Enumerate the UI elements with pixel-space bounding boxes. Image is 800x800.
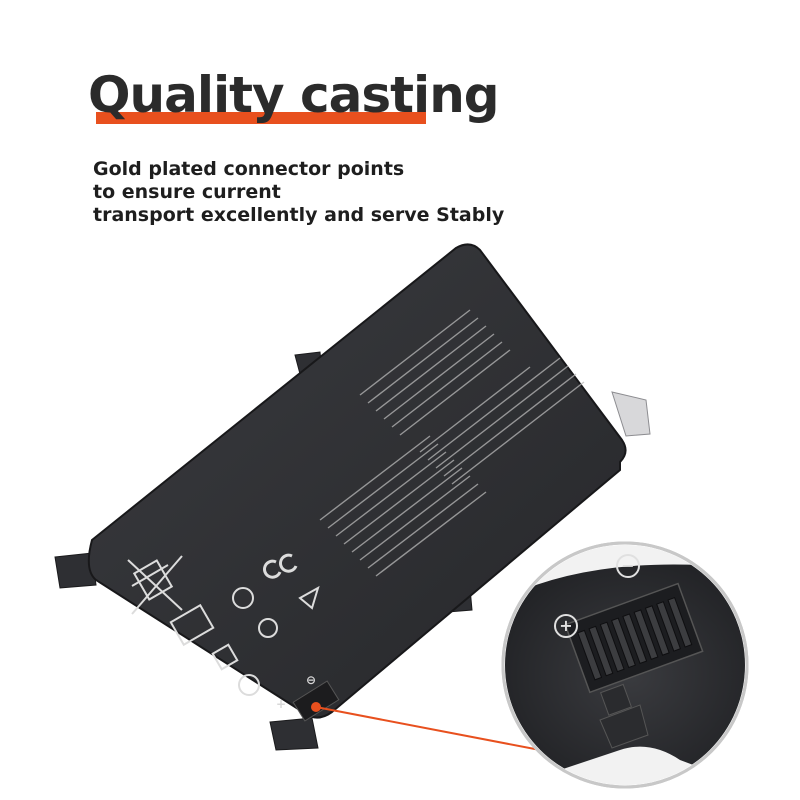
battery-body — [87, 243, 627, 719]
battery-label-text — [319, 309, 585, 577]
connector-pins — [577, 596, 693, 681]
minus-symbol: − — [621, 556, 634, 575]
svg-text:+: + — [276, 697, 286, 711]
plus-symbol-circle — [554, 614, 578, 638]
connector-pin — [644, 605, 670, 656]
battery-symbols — [127, 553, 320, 696]
pb-free-icon — [258, 618, 278, 638]
battery-tab-bottom — [269, 717, 319, 751]
crossed-bin-icon — [127, 555, 183, 615]
zoom-pointer-line — [315, 706, 541, 751]
battery-tab-left — [54, 552, 97, 589]
warning-triangle-icon — [298, 585, 320, 610]
connector-pin — [588, 625, 614, 677]
connector-pin — [667, 596, 693, 648]
description-line-3: transport excellently and serve Stably — [93, 204, 505, 226]
recycle-icon — [232, 587, 254, 609]
headline-underline — [96, 112, 426, 124]
recycle-box-icon — [211, 643, 239, 671]
connector-pin — [577, 629, 603, 681]
connector-pin — [599, 621, 625, 673]
connector-pin — [633, 609, 659, 660]
connector-pin — [622, 613, 648, 665]
svg-text:⊖: ⊖ — [306, 673, 316, 687]
battery-tab-right — [611, 391, 651, 437]
plus-symbol: + — [559, 616, 572, 635]
e-circle-icon — [238, 674, 260, 696]
description-line-1: Gold plated connector points — [93, 158, 405, 180]
battery-connector: + ⊖ — [276, 673, 340, 722]
headline: Quality casting — [88, 70, 500, 120]
ce-mark-icon — [263, 553, 298, 579]
description: Gold plated connector points to ensure c… — [93, 158, 504, 227]
minus-symbol-circle — [616, 554, 640, 578]
zoom-pointer-dot — [311, 702, 321, 712]
connector-pin — [656, 601, 682, 652]
connector-pin — [610, 617, 636, 669]
description-line-2: to ensure current — [93, 181, 281, 203]
li-ion-icon — [169, 603, 215, 647]
connector-zoom: + − — [501, 541, 749, 789]
headline-text: Quality casting — [88, 66, 500, 124]
